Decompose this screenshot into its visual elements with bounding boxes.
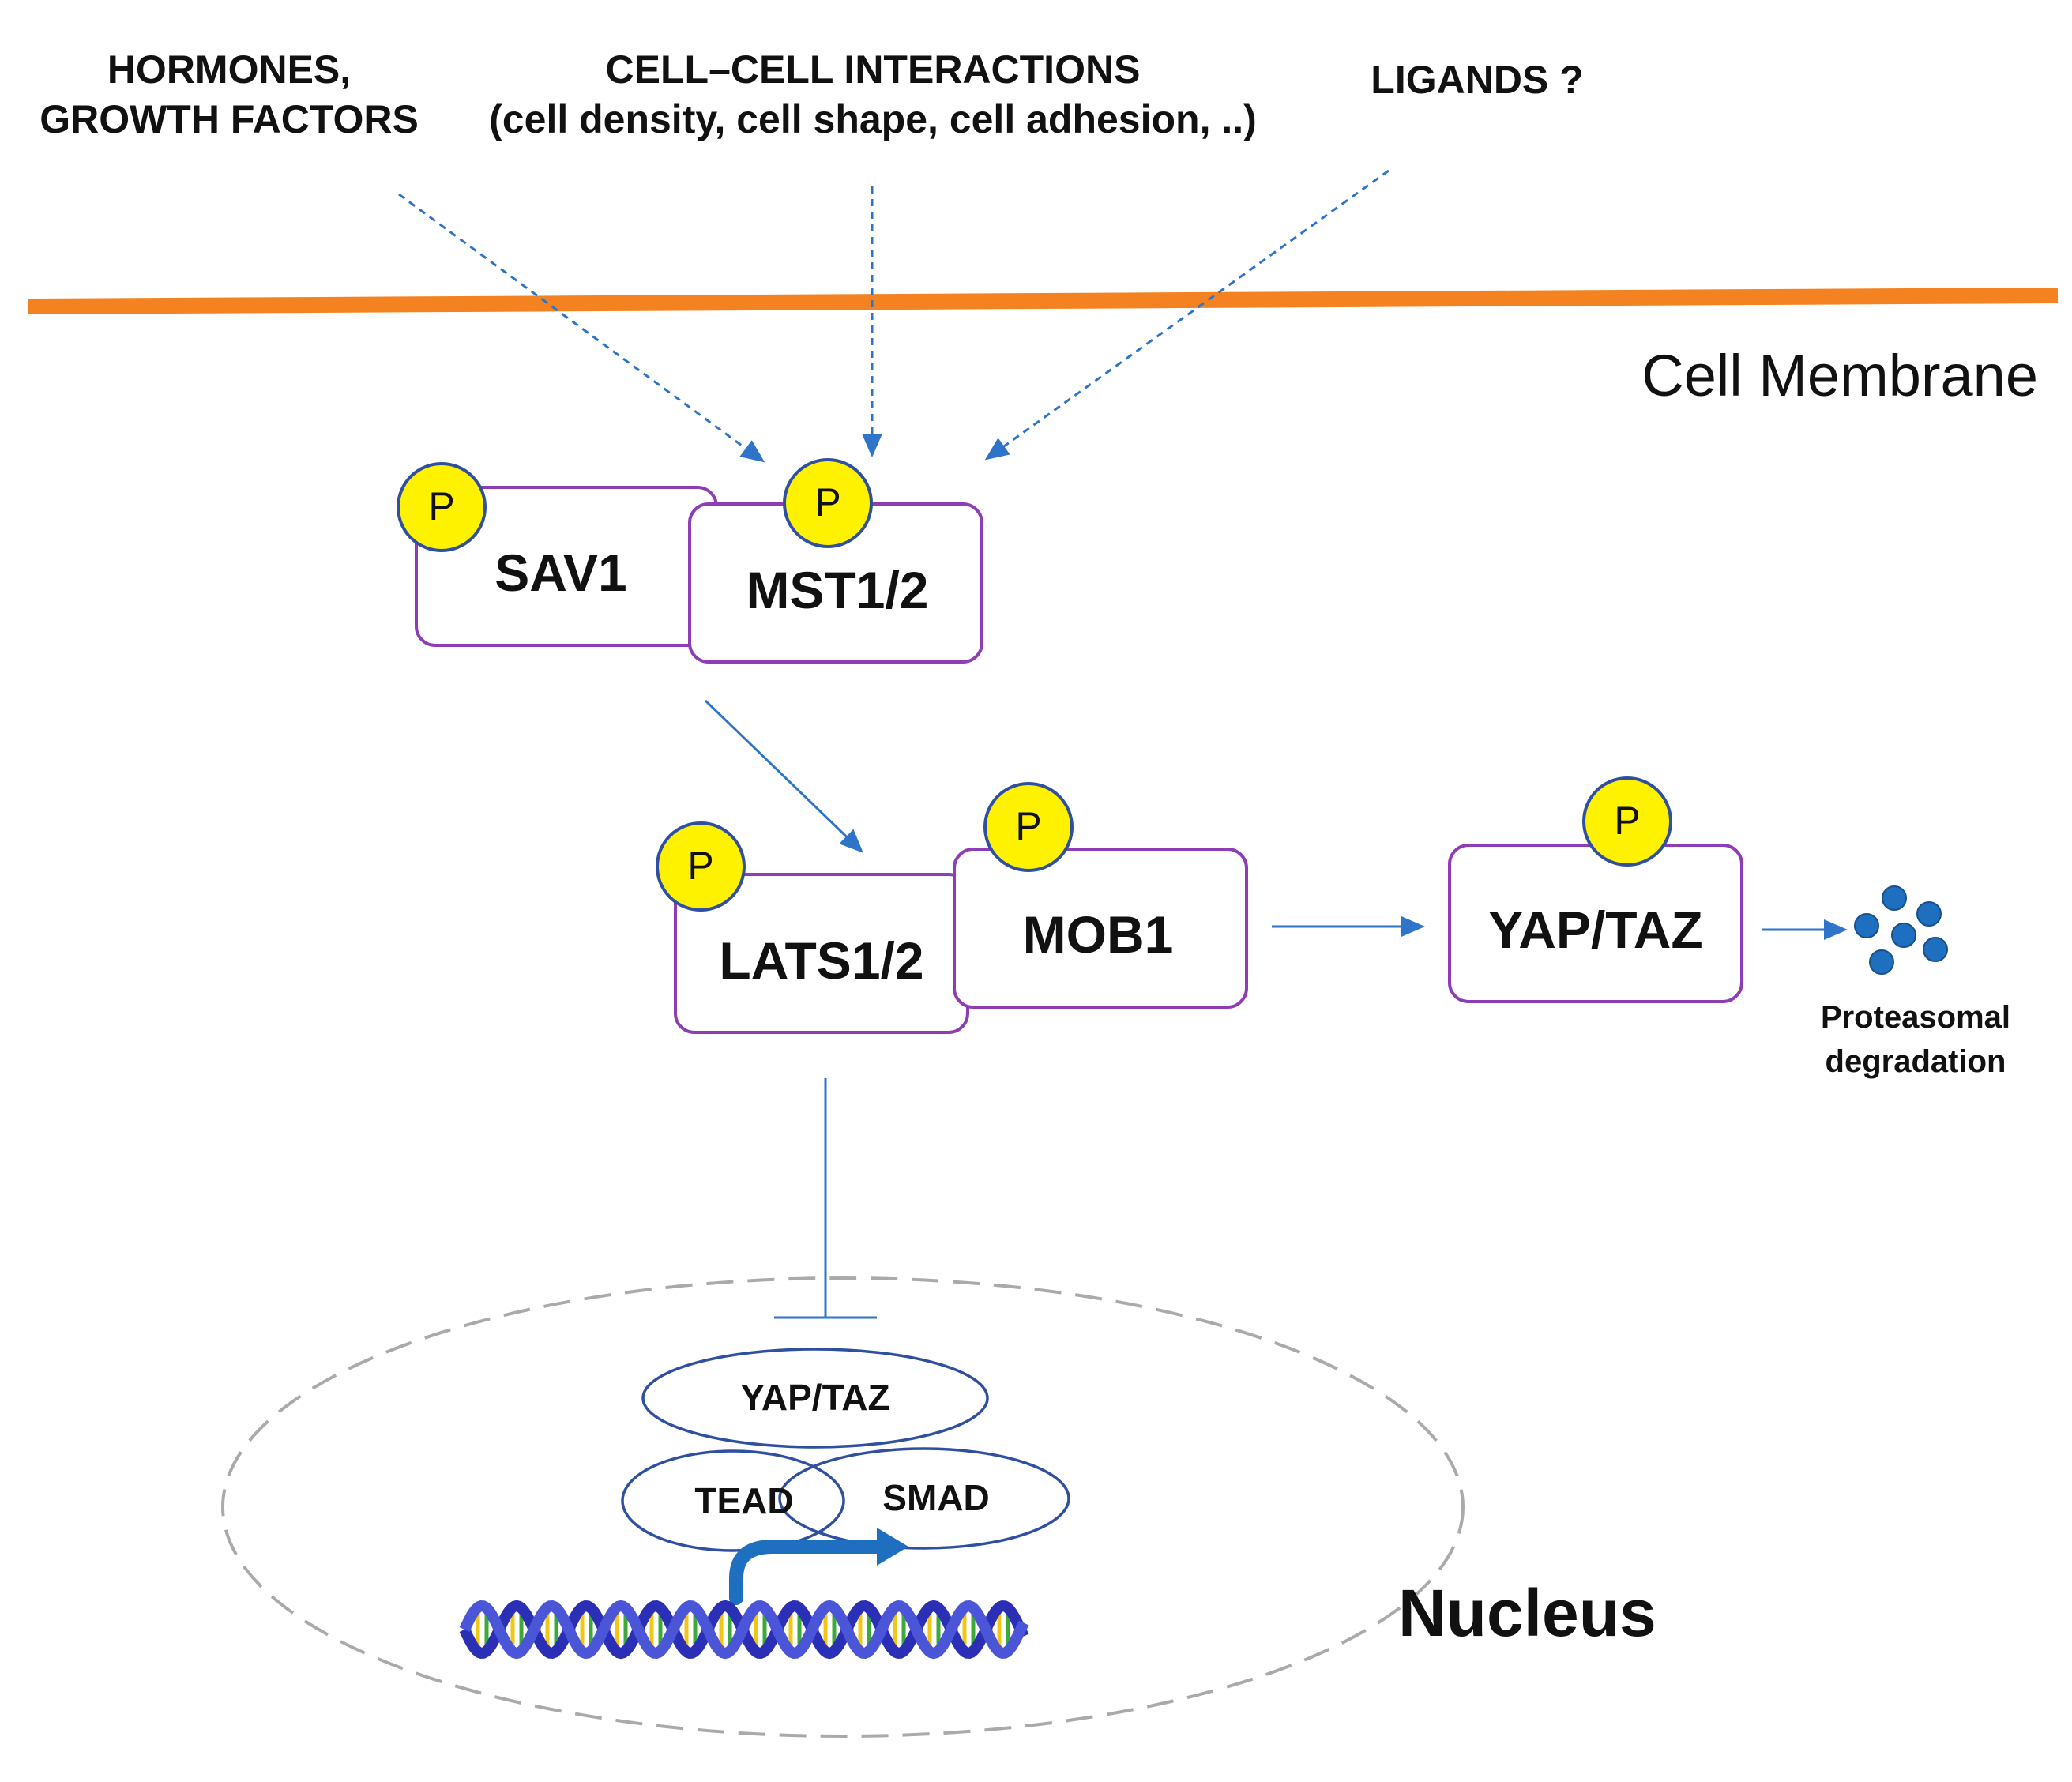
sav1-label: SAV1 xyxy=(494,543,627,602)
yap-phospho-label: P xyxy=(1614,799,1641,843)
yap-nuclear-ellipse xyxy=(641,1348,989,1449)
hormones-label: HORMONES, GROWTH FACTORS xyxy=(39,47,419,141)
smad-ellipse xyxy=(778,1447,1070,1550)
cell-cell-interactions-label: CELL–CELL INTERACTIONS (cell density, ce… xyxy=(489,47,1257,141)
proteasome-icon xyxy=(1854,885,1948,975)
nucleus-outline xyxy=(221,1276,1465,1738)
smad-label: SMAD xyxy=(882,1477,990,1518)
sav1-phospho-label: P xyxy=(428,484,455,528)
cell-membrane-line xyxy=(27,288,2059,314)
ligands-label: LIGANDS ? xyxy=(1371,58,1584,102)
ligands-arrow xyxy=(984,169,1389,461)
proteasomal-degradation-label: Proteasomal degradation xyxy=(1820,1000,2011,1079)
mst-phospho-label: P xyxy=(814,480,841,524)
mst-phospho-circle xyxy=(783,458,873,548)
lats-label: LATS1/2 xyxy=(719,931,924,990)
yap-phospho-circle xyxy=(1582,776,1672,867)
transcription-arrow xyxy=(729,1540,892,1605)
mob1-label: MOB1 xyxy=(1022,905,1174,964)
dna-helix-icon xyxy=(459,1600,1029,1660)
mob1-box xyxy=(953,848,1248,1009)
tead-ellipse xyxy=(621,1449,845,1552)
sav1-phospho-circle xyxy=(397,462,487,552)
lats-phospho-label: P xyxy=(687,844,714,888)
mob1-phospho-label: P xyxy=(1015,804,1042,848)
transcription-arrow-head xyxy=(877,1528,908,1566)
hormones-arrow xyxy=(398,193,765,463)
mst-to-lats-arrow xyxy=(704,699,863,853)
tead-label: TEAD xyxy=(694,1480,794,1521)
lats-phospho-circle xyxy=(656,821,746,912)
cell-membrane-label: Cell Membrane xyxy=(1641,343,2038,408)
nucleus-label: Nucleus xyxy=(1398,1576,1656,1650)
mst-label: MST1/2 xyxy=(746,561,929,619)
mob1-phospho-circle xyxy=(983,782,1074,872)
yap-cyto-label: YAP/TAZ xyxy=(1488,900,1703,959)
yap-nuclear-label: YAP/TAZ xyxy=(740,1377,890,1418)
